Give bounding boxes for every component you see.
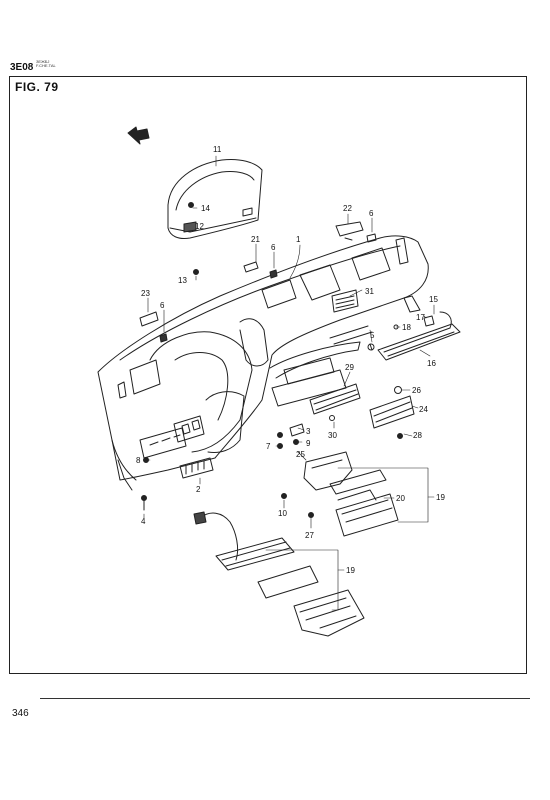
front-arrow-icon <box>127 126 150 145</box>
callout-17: 17 <box>416 313 425 322</box>
callout-16: 16 <box>427 359 436 368</box>
bottom-rule <box>40 698 530 699</box>
callout-7: 7 <box>266 442 271 451</box>
callout-19a: 19 <box>436 493 445 502</box>
callout-15: 15 <box>429 295 438 304</box>
instrument-panel-body <box>97 235 429 491</box>
lower-box-upper-assembly <box>329 469 399 537</box>
figure-label: FIG. 79 <box>15 80 59 94</box>
fasteners <box>139 233 403 518</box>
callout-24: 24 <box>419 405 428 414</box>
callout-12: 12 <box>195 222 204 231</box>
side-compartment-part <box>377 311 461 361</box>
callout-13: 13 <box>178 276 187 285</box>
section-subtitle: ЗЕЖБЈ F.CHE.TAL <box>36 60 56 68</box>
lower-box-lower-assembly <box>193 511 365 637</box>
callout-19b: 19 <box>346 566 355 575</box>
section-subtitle-line1: ЗЕЖБЈ <box>36 59 50 64</box>
callout-labels: 11 14 12 22 6 21 6 1 13 23 6 31 15 17 18… <box>136 145 445 575</box>
callout-28: 28 <box>413 431 422 440</box>
upper-plate-part <box>335 221 364 241</box>
callout-8: 8 <box>136 456 141 465</box>
callout-21: 21 <box>251 235 260 244</box>
page-number: 346 <box>12 708 29 719</box>
callout-10: 10 <box>278 509 287 518</box>
callout-30: 30 <box>328 431 337 440</box>
callout-3: 3 <box>306 427 311 436</box>
cluster-hood-part <box>167 159 263 239</box>
leader-lines <box>143 155 435 611</box>
callout-20: 20 <box>396 494 405 503</box>
callout-14: 14 <box>201 204 210 213</box>
bracket-part <box>303 451 353 491</box>
callout-23: 23 <box>141 289 150 298</box>
callout-29: 29 <box>345 363 354 372</box>
callout-27: 27 <box>305 531 314 540</box>
callout-6b: 6 <box>271 243 276 252</box>
section-subtitle-line2: F.CHE.TAL <box>36 63 56 68</box>
callout-6a: 6 <box>369 209 374 218</box>
callout-2: 2 <box>196 485 201 494</box>
callout-6c: 6 <box>160 301 165 310</box>
switch-panel-part <box>179 457 214 479</box>
callout-22: 22 <box>343 204 352 213</box>
center-vent-part <box>331 289 359 313</box>
callout-4: 4 <box>141 517 146 526</box>
heater-control-part <box>309 383 361 415</box>
section-code: 3E08 <box>10 62 34 73</box>
callout-18: 18 <box>402 323 411 332</box>
callout-11: 11 <box>213 145 222 154</box>
figure-frame <box>9 76 527 674</box>
callout-26: 26 <box>412 386 421 395</box>
callout-5: 5 <box>370 331 375 340</box>
callout-25: 25 <box>296 450 305 459</box>
radio-bezel-part <box>369 395 415 429</box>
callout-9: 9 <box>306 439 311 448</box>
callout-1: 1 <box>296 235 301 244</box>
callout-31: 31 <box>365 287 374 296</box>
